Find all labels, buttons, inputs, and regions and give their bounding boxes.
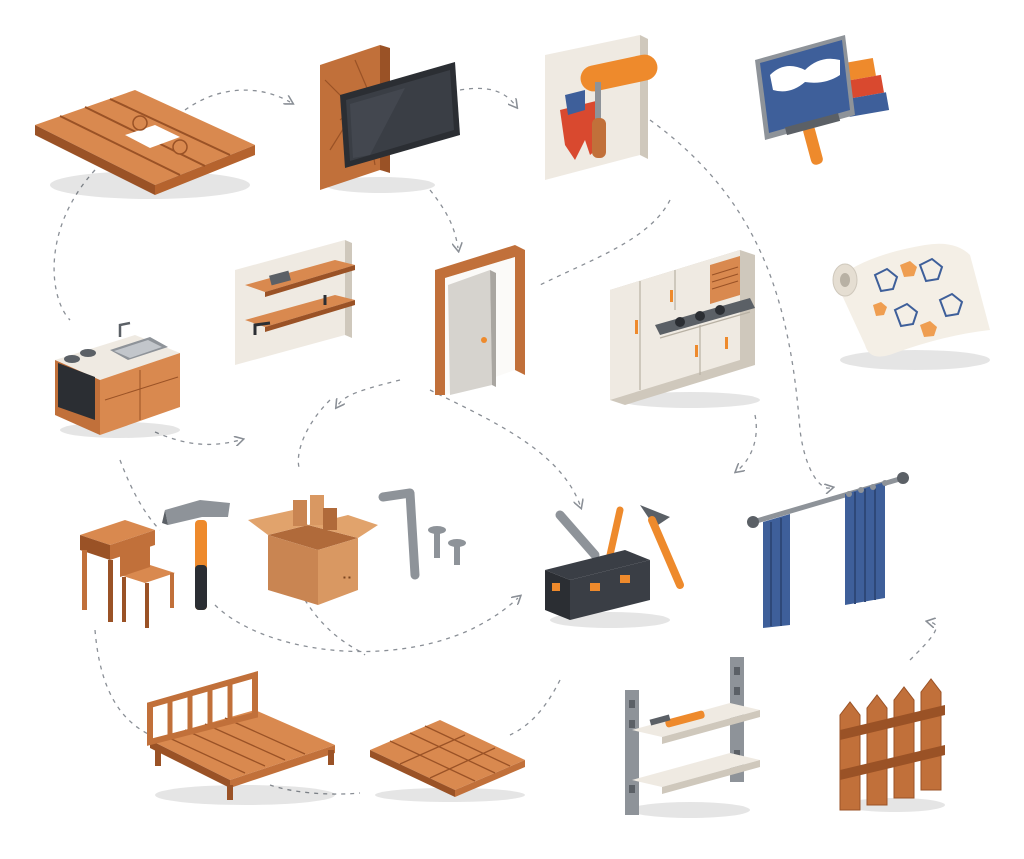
connector-arrow [154,431,240,444]
tv-wall-mount-icon [310,40,470,195]
curtains-icon [745,470,910,630]
paint-roller-icon [540,30,670,185]
wood-floor-tiles-icon [30,85,260,205]
connector-arrow [304,599,366,656]
door-icon [430,245,530,400]
connector-arrow [214,598,518,653]
connector-arrow [429,189,458,248]
kitchen-sink-icon [50,315,185,440]
connector-arrow [539,199,671,286]
connector-arrow [338,379,401,405]
metal-shelving-icon [610,655,775,820]
connector-arrow [53,169,96,321]
kitchen-cabinets-icon [600,240,765,410]
connector-arrow [119,459,161,531]
hex-key-screws-icon [375,485,480,585]
wooden-fence-icon [835,670,955,815]
connector-arrow [184,89,290,111]
connector-arrow [297,399,331,471]
moving-box-icon: ▪ ▪ [248,490,383,610]
chair-desk-icon [70,515,185,630]
wallpaper-roll-icon [825,235,995,380]
connector-arrow [269,784,361,795]
parquet-tile-icon [365,715,530,805]
toolbox-icon [540,495,690,630]
svg-text:▪ ▪: ▪ ▪ [343,573,351,582]
connector-arrow [738,414,757,470]
connector-arrow [509,679,561,736]
hammer-icon [160,495,235,615]
connector-arrow [429,389,580,505]
bed-frame-icon [145,670,340,805]
wall-shelf-icon [230,235,365,370]
connector-arrow [909,622,937,661]
connector-arrow [649,119,830,488]
connector-arrow [459,87,515,105]
connector-arrow [94,629,151,736]
paint-palette-icon [745,30,895,170]
